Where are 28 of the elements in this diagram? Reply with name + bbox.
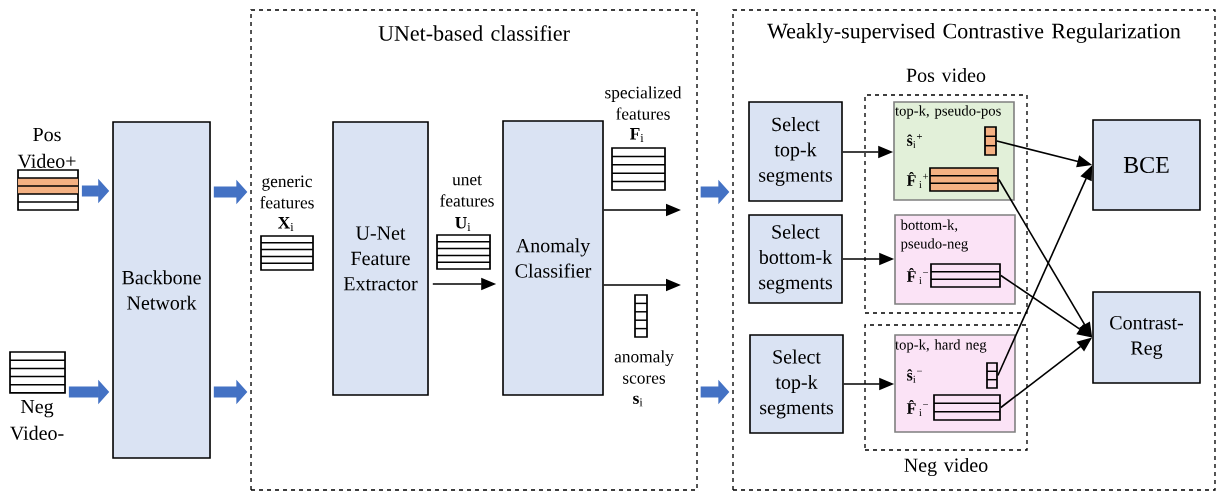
feature-label: specialized features	[605, 86, 682, 120]
process-box: U-Net Feature Extractor	[332, 121, 429, 396]
candidate-box: bottom-k, pseudo-neg F̂$_{i}$−	[894, 214, 1016, 305]
feature-label: unet features	[440, 175, 494, 207]
process-box: Select top-k segments	[749, 334, 844, 434]
feature-label: generic features	[260, 175, 314, 209]
symbol-label: U$_{i}$	[455, 217, 471, 231]
group-title: Pos video	[906, 68, 986, 83]
group-title: Weakly-supervised Contrastive Regularization	[767, 23, 1181, 43]
video-label: Pos Video+	[17, 127, 76, 168]
video-label: Neg Video-	[10, 399, 64, 440]
process-box: Select top-k segments	[748, 101, 843, 202]
group-title: Neg video	[904, 457, 988, 477]
process-box: BCE	[1092, 119, 1201, 211]
candidate-box: top-k, hard neg ŝ$_{i}$− F̂$_{i}$−	[894, 334, 1016, 433]
score-vector	[984, 126, 997, 156]
score-vector	[986, 362, 998, 389]
process-box: Anomaly Classifier	[502, 120, 604, 396]
symbol-label: X$_{i}$	[278, 217, 294, 231]
group-title: UNet-based classifier	[378, 25, 570, 41]
feature-matrix	[930, 263, 1001, 288]
feature-matrix	[933, 394, 1001, 421]
feature-matrix	[929, 167, 999, 192]
symbol-label: s$_{i}$	[633, 395, 643, 407]
symbol-label: F$_{i}$	[630, 128, 644, 142]
process-box: Select bottom-k segments	[748, 214, 843, 304]
process-box: Backbone Network	[112, 121, 211, 459]
process-box: Contrast-Reg	[1092, 291, 1201, 384]
